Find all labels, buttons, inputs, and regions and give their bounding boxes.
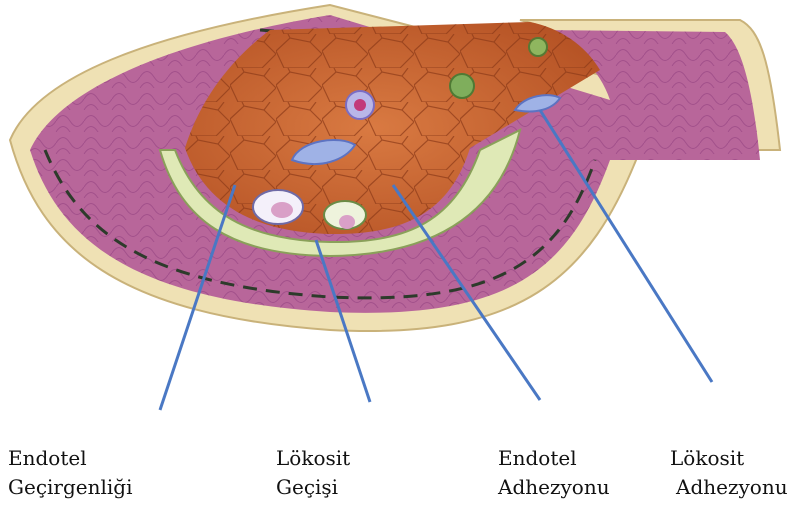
label-line: Geçişi: [276, 473, 350, 502]
leukocyte-rolling-icon: [346, 91, 374, 119]
label-line: Geçirgenliği: [8, 473, 132, 502]
label-endothelial-adhesion: Endotel Adhezyonu: [498, 444, 610, 502]
label-line: Adhezyonu: [670, 473, 788, 502]
label-line: Endotel: [8, 444, 132, 473]
leukocyte-green-icon: [450, 74, 474, 98]
label-line: Lökosit: [670, 444, 788, 473]
label-line: Endotel: [498, 444, 610, 473]
label-leukocyte-migration: Lökosit Geçişi: [276, 444, 350, 502]
label-leukocyte-adhesion: Lökosit Adhezyonu: [670, 444, 788, 502]
leukocyte-transmigrating-icon: [253, 190, 303, 224]
label-line: Lökosit: [276, 444, 350, 473]
leukocyte-migrating-icon: [324, 201, 366, 229]
label-line: Adhezyonu: [498, 473, 610, 502]
label-endothelial-permeability: Endotel Geçirgenliği: [8, 444, 132, 502]
leukocyte-small-icon: [529, 38, 547, 56]
